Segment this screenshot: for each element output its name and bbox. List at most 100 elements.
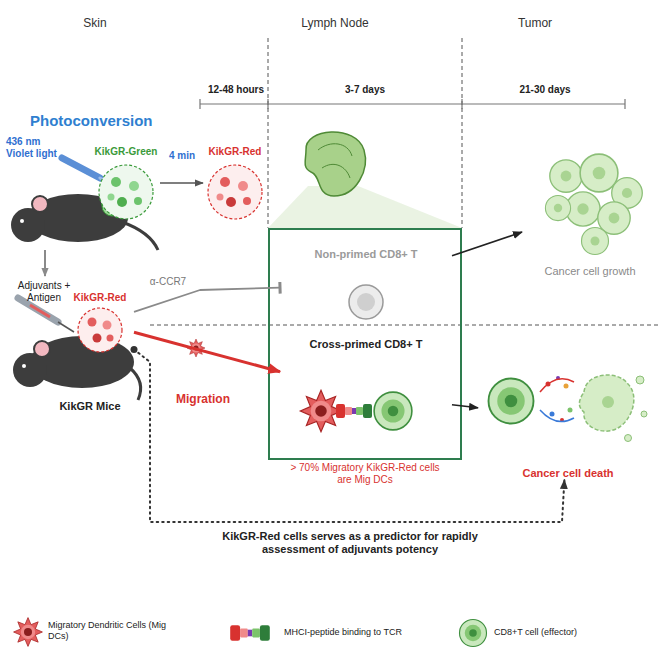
cancer-cells [550, 160, 582, 192]
outcome-arrow [452, 232, 522, 256]
dying-cancer-cell [602, 396, 614, 408]
node-label: KikGR-Green [92, 146, 160, 158]
light-label: 436 nm Violet light [6, 136, 64, 160]
divider-line [150, 38, 660, 325]
kikgr-red-patch [78, 308, 122, 352]
mouse-icon [22, 364, 26, 368]
step-arrow [44, 250, 46, 276]
syringe-icon [18, 298, 74, 332]
cytotoxic-granules [540, 379, 574, 392]
column-header: Lymph Node [280, 16, 390, 30]
mouse-icon [30, 336, 134, 388]
mouse-label: KikGR Mice [40, 400, 140, 413]
tumor-outcome: Cancer cell death [478, 356, 658, 480]
mouse-icon [11, 208, 45, 242]
time-label: 3-7 days [320, 84, 410, 96]
cancer-cells [580, 154, 618, 192]
mouse-icon [13, 336, 141, 400]
cytotoxic-granules [550, 412, 555, 417]
naive-t-cell [349, 285, 383, 319]
legend-cd8-icon [460, 620, 487, 647]
kikgr-green-patch [117, 197, 127, 207]
mouse-icon [130, 368, 141, 400]
mouse-icon [13, 353, 47, 387]
kikgr-red-patch [238, 181, 248, 191]
predictor-line [134, 350, 564, 523]
time-label: 21-30 days [500, 84, 590, 96]
t-cell-state: Non-primed CD8+ T [280, 248, 452, 322]
conversion-arrow [160, 182, 203, 184]
connector-label: 4 min [160, 150, 204, 162]
kikgr-red-patch [208, 165, 262, 219]
mouse-icon [122, 222, 158, 250]
mhc-tcr-complex [336, 404, 372, 418]
mouse-icon [20, 219, 24, 223]
dying-cancer-cell [636, 376, 644, 384]
migration-arrow [134, 332, 280, 372]
connector-label: α-CCR7 [138, 276, 198, 288]
node-label: KikGR-Red [203, 146, 267, 158]
cd8-t-cell [489, 379, 534, 424]
blocking-line [134, 288, 280, 312]
kikgr-red-circle: KikGR-Red [66, 292, 134, 354]
kikgr-green-patch [108, 194, 115, 201]
dying-cancer-cell [641, 411, 647, 417]
tumor-outcome: Cancer cell growth [522, 140, 658, 278]
time-label: 12-48 hours [196, 84, 276, 96]
dying-cancer-cell [579, 375, 633, 431]
dendritic-cell [300, 390, 341, 431]
kikgr-red-patch [103, 321, 112, 330]
divider-line [268, 38, 269, 228]
column-header: Skin [60, 16, 130, 30]
lymph-node-box: > 70% Migratory KikGR-Red cells are Mig … [268, 228, 462, 460]
node-label: Non-primed CD8+ T [280, 248, 452, 261]
legend-label: MHCI-peptide binding to TCR [284, 627, 454, 638]
mouse-icon [11, 194, 158, 250]
kikgr-red-circle: KikGR-Red [203, 146, 267, 220]
legend-dc-icon [14, 618, 43, 647]
node-label: KikGR-Red [66, 292, 134, 304]
node-label: > 70% Migratory KikGR-Red cells are Mig … [284, 462, 446, 486]
kikgr-red-patch [78, 308, 122, 352]
migratory-dc [187, 339, 205, 357]
kikgr-green-patch [111, 177, 121, 187]
kikgr-red-patch [226, 197, 236, 207]
legend-label: CD8+T cell (effector) [494, 627, 654, 638]
legend-tcr-icon [230, 625, 270, 640]
section-title: Photoconversion [30, 112, 180, 130]
kikgr-red-patch [220, 177, 230, 187]
connector-label: KikGR-Red cells serves as a predictor fo… [190, 530, 510, 556]
node-label: Cancer cell death [478, 467, 658, 480]
cd8-t-cell [374, 392, 412, 430]
timeline [199, 99, 200, 109]
lymph-node-icon [305, 132, 365, 196]
cancer-cells [582, 228, 609, 255]
light-pen [62, 158, 100, 178]
timeline [200, 103, 625, 104]
divider-line [150, 325, 660, 326]
timeline [200, 99, 625, 109]
zoom-fan [268, 186, 462, 228]
outcome-arrow [452, 405, 478, 408]
treatment-label: Adjuvants + Antigen [14, 280, 74, 304]
kikgr-green-patch [99, 165, 153, 219]
legend-label: Migratory Dendritic Cells (Mig DCs) [48, 620, 178, 642]
syringe-icon [30, 305, 50, 317]
timeline [267, 99, 268, 109]
timeline [461, 99, 462, 109]
naive-t-cell [349, 285, 383, 319]
kikgr-red-patch [243, 197, 251, 205]
syringe-icon [58, 322, 74, 332]
kikgr-green-patch [134, 197, 142, 205]
node-label: Cross-primed CD8+ T [280, 338, 452, 351]
connector-label: Migration [158, 392, 248, 406]
cytotoxic-granules [540, 410, 574, 422]
kikgr-red-patch [93, 334, 102, 343]
timeline [624, 99, 625, 109]
connector-start-dot [131, 346, 138, 353]
